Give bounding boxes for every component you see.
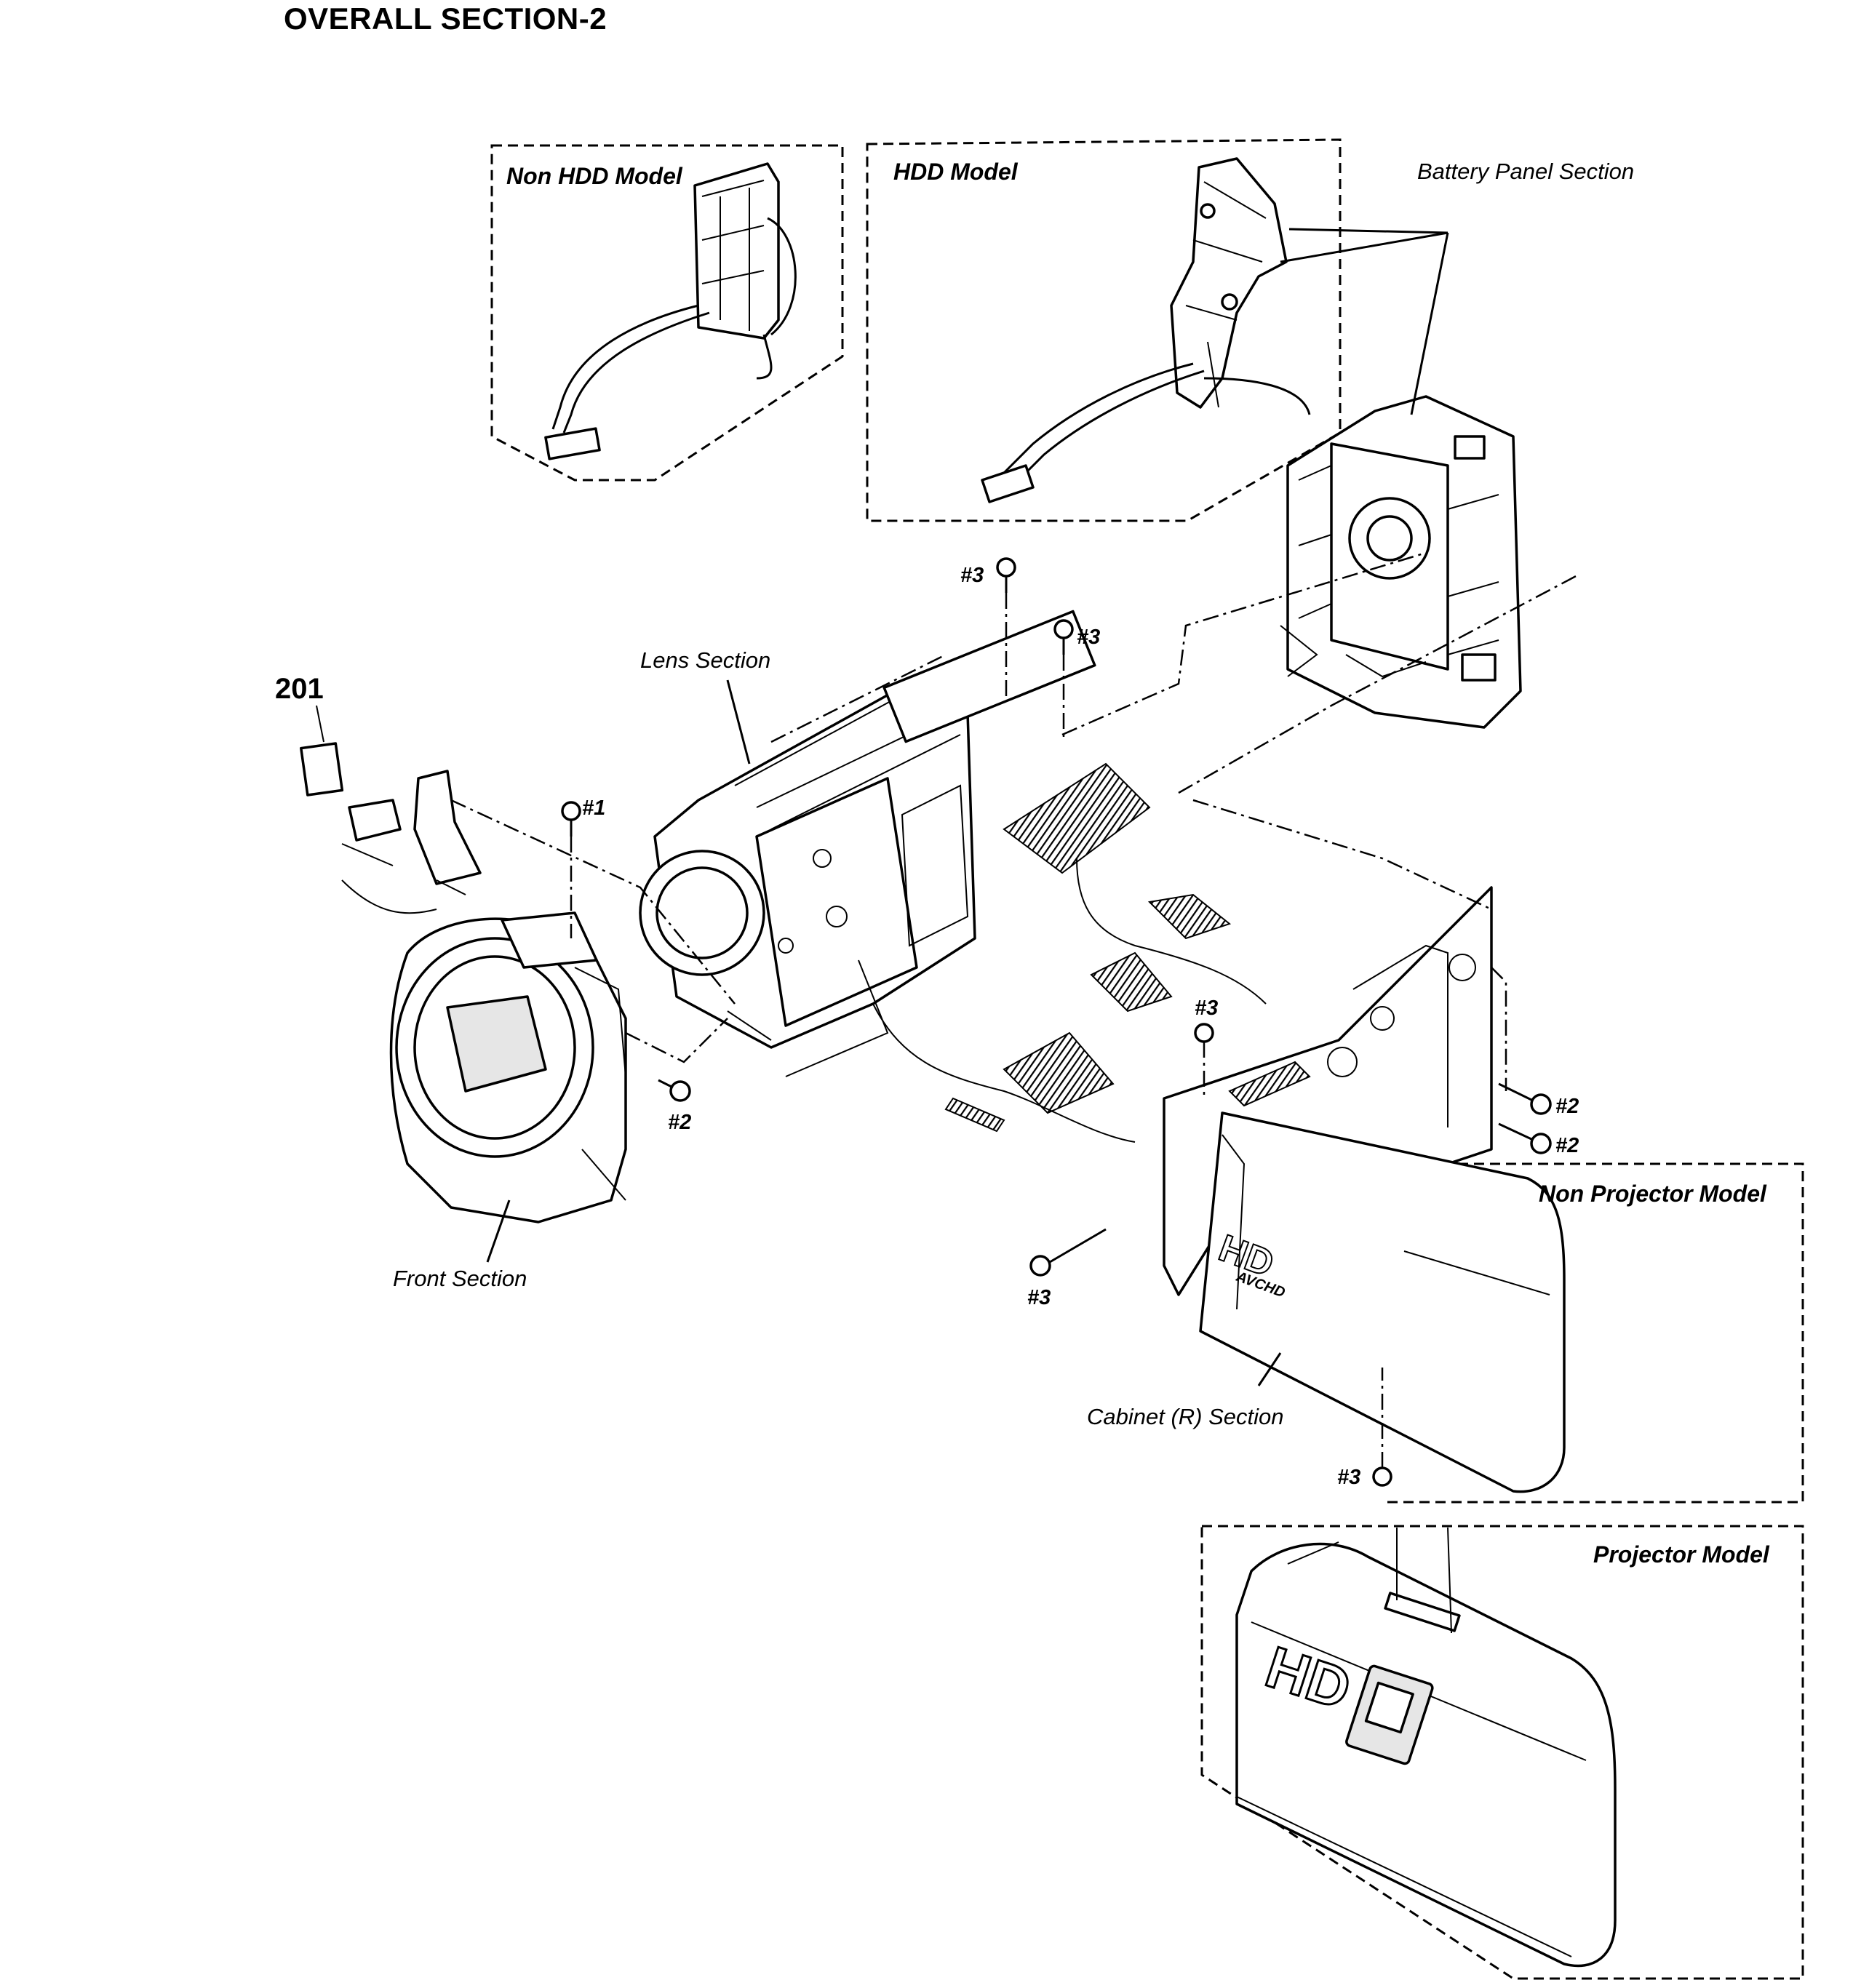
screw-2-front [658, 1079, 691, 1102]
connector-line-3 [1178, 573, 1579, 794]
battery-leader-line-3 [1280, 231, 1448, 263]
connector-line-7 [1491, 967, 1507, 1091]
screw-2-right-b [1498, 1122, 1552, 1154]
screw-3-left [1029, 1228, 1107, 1277]
projector-model-cabinet-part: HD [1235, 1527, 1617, 1968]
non-hdd-model-box [490, 144, 844, 482]
label-screw-2-right-a: #2 [1555, 1095, 1579, 1118]
front-flex-cable-part [341, 770, 482, 895]
battery-panel-part [1280, 395, 1522, 729]
screw-2-right-a [1498, 1082, 1552, 1115]
cable-route-3 [1076, 858, 1267, 1005]
label-screw-3-top-a: #3 [960, 564, 984, 587]
connector-line-1 [1192, 799, 1492, 911]
lens-section-leader [726, 679, 751, 765]
label-part-201: 201 [275, 673, 324, 705]
cable-route-2 [872, 1003, 1136, 1143]
flex-cable-5 [944, 1097, 1005, 1133]
label-non-projector-model: Non Projector Model [1539, 1181, 1767, 1207]
connector-line-4 [770, 653, 947, 743]
label-hdd-model: HDD Model [893, 159, 1019, 185]
part-201-label-sticker [300, 742, 344, 797]
label-battery-panel-section: Battery Panel Section [1417, 159, 1634, 184]
screw-3-mid [1194, 1023, 1214, 1098]
label-non-hdd-model: Non HDD Model [506, 163, 683, 189]
label-cabinet-r-section: Cabinet (R) Section [1087, 1404, 1284, 1429]
label-screw-2-right-b: #2 [1555, 1134, 1579, 1157]
label-screw-3-top-b: #3 [1077, 626, 1100, 649]
cabinet-r-section-part: HD AVCHD [1163, 886, 1566, 1493]
battery-leader-line-2 [1410, 232, 1449, 415]
cable-route-1 [341, 879, 437, 914]
label-screw-2-front: #2 [668, 1111, 691, 1134]
projector-model-box [1200, 1525, 1804, 1980]
front-section-part [389, 911, 627, 1223]
label-screw-1: #1 [582, 797, 605, 820]
connector-line-5 [450, 799, 736, 1005]
screw-3-bottom [1372, 1368, 1392, 1487]
non-projector-model-box [1382, 1162, 1804, 1504]
battery-leader-line-1 [1288, 228, 1448, 234]
cabinet-r-section-leader [1257, 1352, 1282, 1386]
non-hdd-bracket-part [544, 162, 797, 460]
part-201-leader [316, 705, 324, 743]
hdd-model-box [866, 138, 1342, 522]
flex-cable-2 [1147, 893, 1232, 940]
flex-cable-4 [1003, 1031, 1115, 1114]
front-section-leader [486, 1199, 511, 1263]
label-screw-3-left: #3 [1027, 1286, 1051, 1309]
flex-cable-1 [1003, 762, 1151, 874]
label-projector-model: Projector Model [1593, 1541, 1770, 1568]
screw-3-top-a [996, 557, 1016, 698]
flex-cable-6 [1228, 1061, 1311, 1107]
label-lens-section: Lens Section [640, 647, 770, 673]
page-title: OVERALL SECTION-2 [284, 1, 607, 36]
label-screw-3-bottom: #3 [1337, 1466, 1360, 1489]
lens-section-part [639, 610, 1096, 1077]
flex-cable-3 [1090, 951, 1173, 1013]
connector-line-2 [1061, 551, 1427, 736]
label-front-section: Front Section [393, 1266, 527, 1291]
connector-line-6 [625, 1018, 728, 1063]
hdd-bracket-part [981, 157, 1311, 503]
screw-3-top-b [1053, 619, 1074, 742]
label-screw-3-mid: #3 [1195, 997, 1218, 1020]
screw-1 [561, 801, 581, 938]
